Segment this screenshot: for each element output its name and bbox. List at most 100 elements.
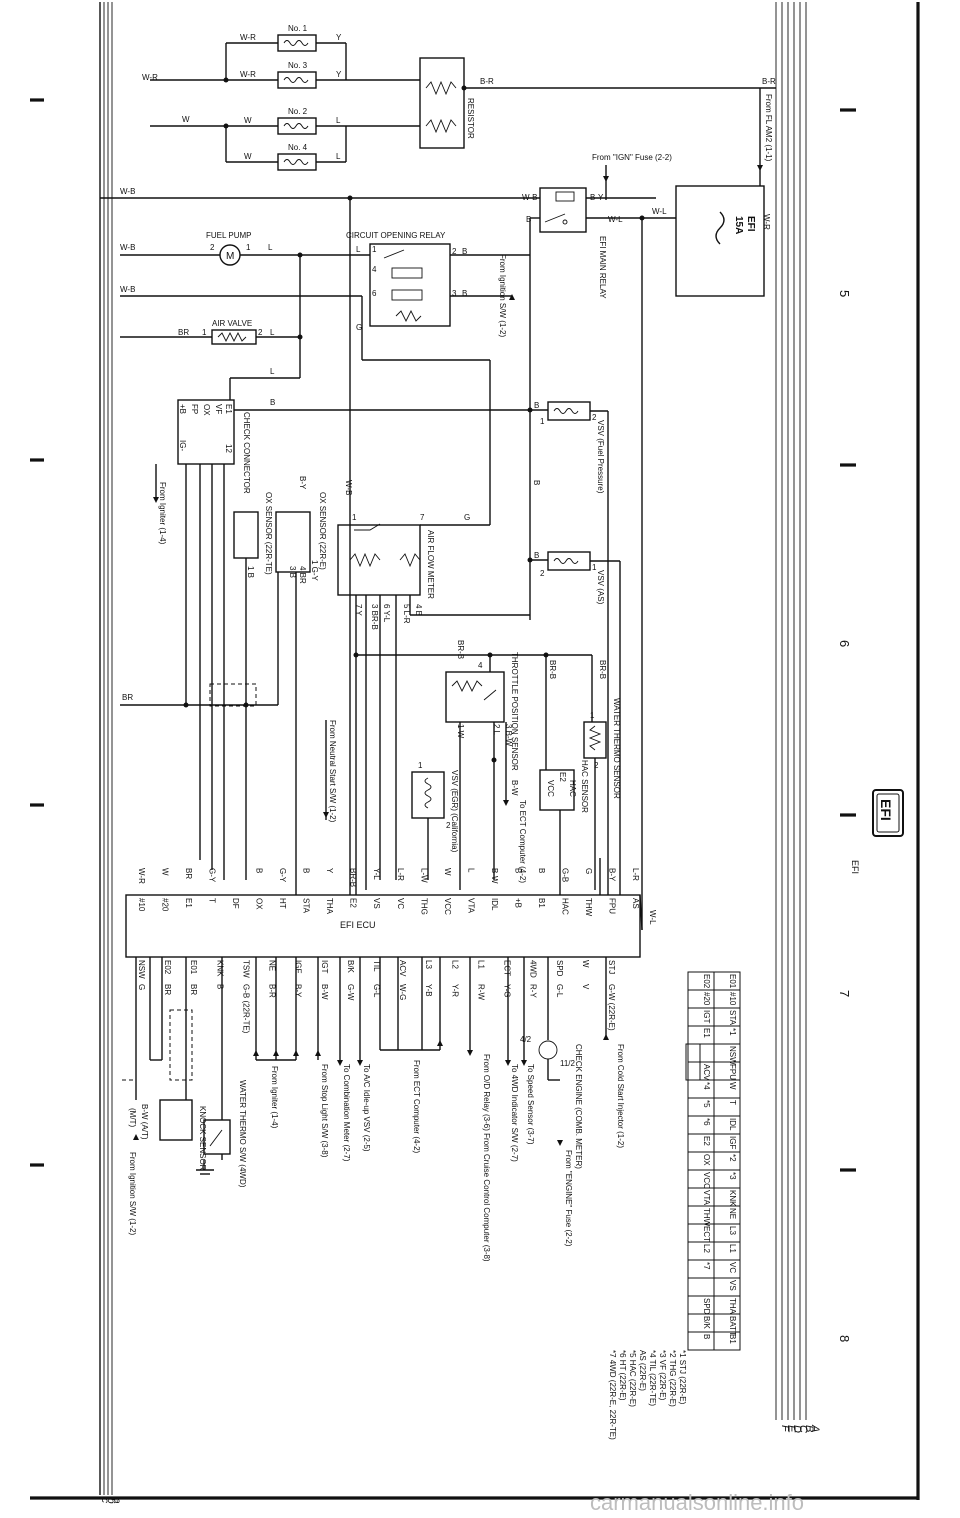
svg-text:BR-B: BR-B	[548, 660, 557, 679]
svg-text:3 B-W: 3 B-W	[504, 724, 513, 747]
pin-table-cell: *1	[728, 1028, 737, 1036]
svg-text:B: B	[462, 289, 467, 298]
svg-text:1 B: 1 B	[246, 566, 255, 578]
svg-text:2: 2	[540, 569, 545, 578]
ecu-pin-right: ACV	[398, 960, 407, 977]
svg-text:OX: OX	[202, 404, 211, 416]
svg-text:*6 HT (22R-E): *6 HT (22R-E)	[618, 1350, 627, 1401]
pin-table-cell: NE	[728, 1208, 737, 1219]
injector-no2: No. 2 W L	[226, 107, 346, 135]
ecu-pin-left: VTA	[466, 898, 475, 914]
svg-text:B: B	[462, 247, 467, 256]
ecu-pin-right-wire: R-W	[476, 984, 485, 1000]
ecu-pin-left: T	[208, 898, 217, 903]
label-from-ign-sw: From Ignition S/W (1-2)	[498, 254, 507, 337]
ecu-pin-right-wire: G-W	[346, 984, 355, 1001]
label-fl-am2: From FL AM2 (1-1)	[764, 94, 773, 162]
svg-text:B-W: B-W	[510, 780, 519, 796]
svg-text:c: c	[99, 1498, 110, 1503]
ecu-pin-right: L1	[476, 960, 485, 969]
label-to-vsv: To A/C Idle-up VSV (2-5)	[362, 1064, 371, 1152]
injector-group: No. 1 W-R Y No. 3 W-R Y No. 2 W L	[150, 24, 420, 171]
svg-text:KNOCK SENSOR: KNOCK SENSOR	[198, 1106, 207, 1171]
svg-text:RESISTOR: RESISTOR	[466, 98, 475, 139]
pin-table-cell: *4	[702, 1082, 711, 1090]
ecu-pin-left: IDL	[490, 898, 499, 911]
ecu-pin-left: THG	[419, 898, 428, 915]
svg-text:BR: BR	[178, 328, 189, 337]
ecu-pin-right-wire: W-G	[398, 984, 407, 1000]
pin-table-cell: *6	[702, 1118, 711, 1126]
ecu-pin-left: E2	[349, 898, 358, 908]
pin-table-cell: IGT	[702, 1010, 711, 1023]
svg-text:2: 2	[258, 328, 263, 337]
pin-table-cell: OX	[702, 1154, 711, 1166]
svg-text:VSV (EGR) (California): VSV (EGR) (California)	[450, 770, 459, 853]
label-from-stop-light: From Stop Light S/W (3-8)	[320, 1064, 329, 1158]
svg-text:HAC SENSOR: HAC SENSOR	[580, 760, 589, 813]
ecu-pin-right-wire: B	[215, 984, 224, 989]
ecu-pin-right-wire: G-L	[372, 984, 381, 998]
ecu-pin-left-wire: B	[537, 868, 546, 873]
ecu-pin-right: NSW	[137, 960, 146, 979]
label-to-speed-sensor: To Speed Sensor (3-7)	[526, 1064, 535, 1145]
svg-text:E1: E1	[224, 404, 233, 414]
svg-text:EFI: EFI	[745, 216, 756, 232]
ecu-pin-left-wire: B-Y	[607, 868, 616, 882]
ox-sensor-22rte: OX SENSOR (22R-TE) 1 B	[233, 492, 273, 578]
wire-wl-fuse: W-L	[652, 207, 667, 216]
pin-table-cell: *7	[702, 1262, 711, 1270]
water-thermo-sw-4wd: WATER THERMO S/W (4WD)	[203, 1080, 247, 1188]
check-connector: CHECK CONNECTOR +B FP OX VF E1 IG- 12	[177, 399, 251, 494]
ecu-pin-left: VC	[396, 898, 405, 909]
ecu-pin-right-wire: G-B (22R-TE)	[241, 984, 250, 1034]
svg-text:CIRCUIT OPENING RELAY: CIRCUIT OPENING RELAY	[346, 231, 446, 240]
ecu-pin-right-wire: B-W	[320, 984, 329, 1000]
efi-ecu: EFI ECU	[125, 894, 641, 958]
label-from-igniter: From Igniter (1-4)	[158, 482, 167, 545]
svg-text:2: 2	[452, 247, 457, 256]
wire-wb-2: W-B	[120, 243, 135, 252]
svg-text:B: B	[803, 1425, 815, 1432]
label-from-ign-sw-2: From Ignition S/W (1-2)	[128, 1152, 137, 1235]
svg-text:6: 6	[372, 289, 377, 298]
ecu-pin-left-wire: L-R	[631, 868, 640, 881]
ecu-pin-right-wire: G-W (22R-E)	[607, 984, 616, 1031]
footnotes: *1 STJ (22R-E) *2 THG (22R-E) *3 VF (22R…	[608, 1350, 687, 1440]
pin-table-cell: VC	[728, 1262, 737, 1273]
svg-text:IG-: IG-	[178, 440, 187, 451]
svg-text:EFI: EFI	[878, 799, 894, 821]
ecu-pin-right-wire: Y-G	[503, 984, 512, 998]
svg-text:2: 2	[446, 821, 451, 830]
svg-text:WATER THERMO SENSOR: WATER THERMO SENSOR	[612, 698, 621, 799]
section-title: EFI	[850, 860, 860, 874]
svg-text:AIR FLOW METER: AIR FLOW METER	[426, 530, 435, 599]
pin-table-cell: VCC	[702, 1172, 711, 1189]
svg-text:HAC: HAC	[568, 780, 577, 797]
fuse-15a-efi: 15A EFI	[675, 185, 765, 297]
svg-text:a: a	[111, 1498, 122, 1504]
svg-text:VF: VF	[214, 404, 223, 414]
svg-text:+B: +B	[178, 404, 187, 414]
svg-text:1: 1	[372, 245, 377, 254]
ecu-pin-left-wire: W	[443, 868, 452, 876]
svg-text:7: 7	[420, 513, 425, 522]
pin-table-cell: B/K	[702, 1316, 711, 1330]
svg-text:*7 4WD (22R-E, 22R-TE): *7 4WD (22R-E, 22R-TE)	[608, 1350, 617, 1440]
svg-text:FP: FP	[190, 404, 199, 414]
svg-text:2 L: 2 L	[492, 724, 501, 736]
pin-table-cell: KNK	[728, 1190, 737, 1207]
ecu-pin-left: AS	[631, 898, 640, 909]
ecu-pin-right-wire: B-R	[268, 984, 277, 998]
svg-text:1: 1	[202, 328, 207, 337]
svg-text:B-R: B-R	[480, 77, 494, 86]
svg-text:W-L: W-L	[608, 215, 623, 224]
svg-text:No. 2: No. 2	[288, 107, 308, 116]
svg-text:W-R: W-R	[240, 70, 256, 79]
bottom-letters: a b c	[99, 1498, 122, 1504]
vsv-egr: VSV (EGR) (California) 1 2	[411, 761, 459, 853]
svg-text:VSV (Fuel Pressure): VSV (Fuel Pressure)	[596, 420, 605, 494]
svg-text:C: C	[797, 1425, 809, 1433]
label-from-cold-start: From Cold Start Injector (1-2)	[616, 1044, 625, 1148]
resistor: RESISTOR B-R	[419, 57, 776, 149]
